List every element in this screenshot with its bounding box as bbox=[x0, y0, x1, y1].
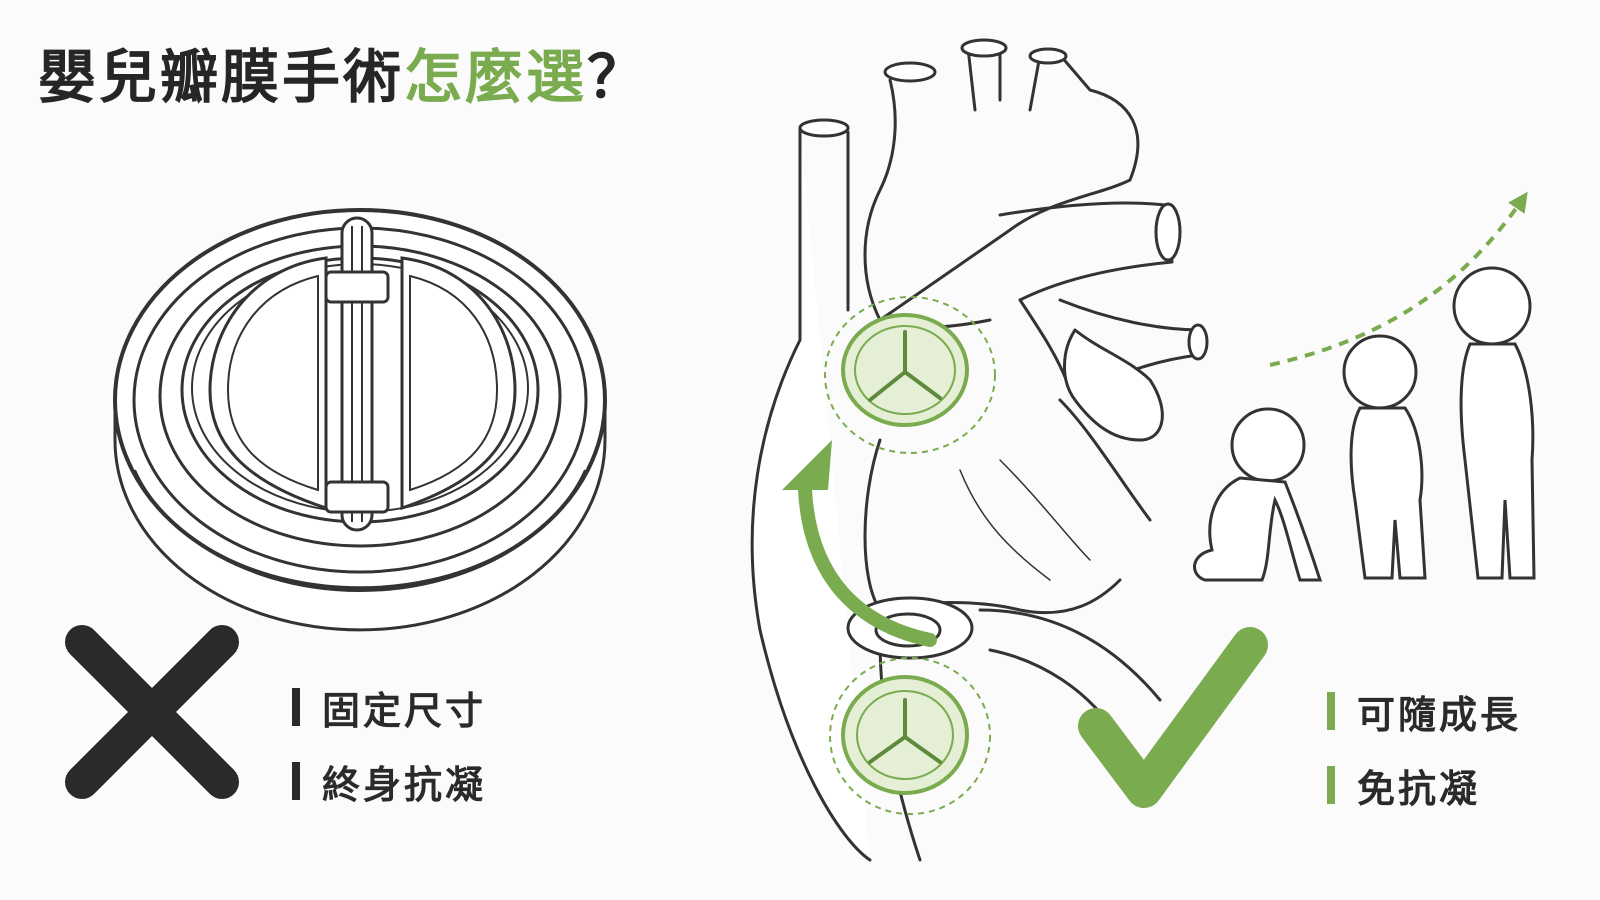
mechanical-valve-cons: 固定尺寸 終身抗凝 bbox=[292, 686, 486, 834]
page-title: 嬰兒瓣膜手術怎麼選？ bbox=[38, 30, 648, 114]
cross-icon bbox=[65, 625, 239, 799]
list-bar bbox=[1327, 766, 1335, 804]
valve-transfer-arrow bbox=[798, 483, 937, 647]
crawling-baby-figure bbox=[1193, 407, 1323, 582]
pro-label: 免抗凝 bbox=[1357, 766, 1481, 811]
title-accent: 怎麼選 bbox=[404, 43, 588, 111]
pulmonary-valve-highlight bbox=[824, 296, 996, 454]
aortic-valve-highlight bbox=[829, 657, 991, 815]
list-bar bbox=[292, 762, 300, 800]
growth-arrow bbox=[1269, 191, 1528, 367]
mechanical-valve-illustration bbox=[113, 208, 607, 632]
toddler-figure bbox=[1342, 334, 1427, 580]
child-figure bbox=[1452, 266, 1536, 580]
list-bar bbox=[292, 688, 300, 726]
con-item: 終身抗凝 bbox=[292, 760, 486, 807]
title-question-mark: ？ bbox=[587, 43, 649, 111]
pro-item: 免抗凝 bbox=[1327, 764, 1521, 811]
valve-transfer-arrowhead bbox=[782, 440, 832, 490]
pro-item: 可隨成長 bbox=[1327, 690, 1521, 737]
heart-illustration bbox=[750, 38, 1209, 862]
list-bar bbox=[1327, 692, 1335, 730]
growing-valve-pros: 可隨成長 免抗凝 bbox=[1327, 690, 1521, 838]
check-icon bbox=[1078, 627, 1268, 808]
con-label: 終身抗凝 bbox=[322, 762, 487, 807]
con-label: 固定尺寸 bbox=[322, 688, 487, 733]
pro-label: 可隨成長 bbox=[1357, 692, 1522, 737]
title-main: 嬰兒瓣膜手術 bbox=[38, 43, 405, 111]
con-item: 固定尺寸 bbox=[292, 686, 486, 733]
